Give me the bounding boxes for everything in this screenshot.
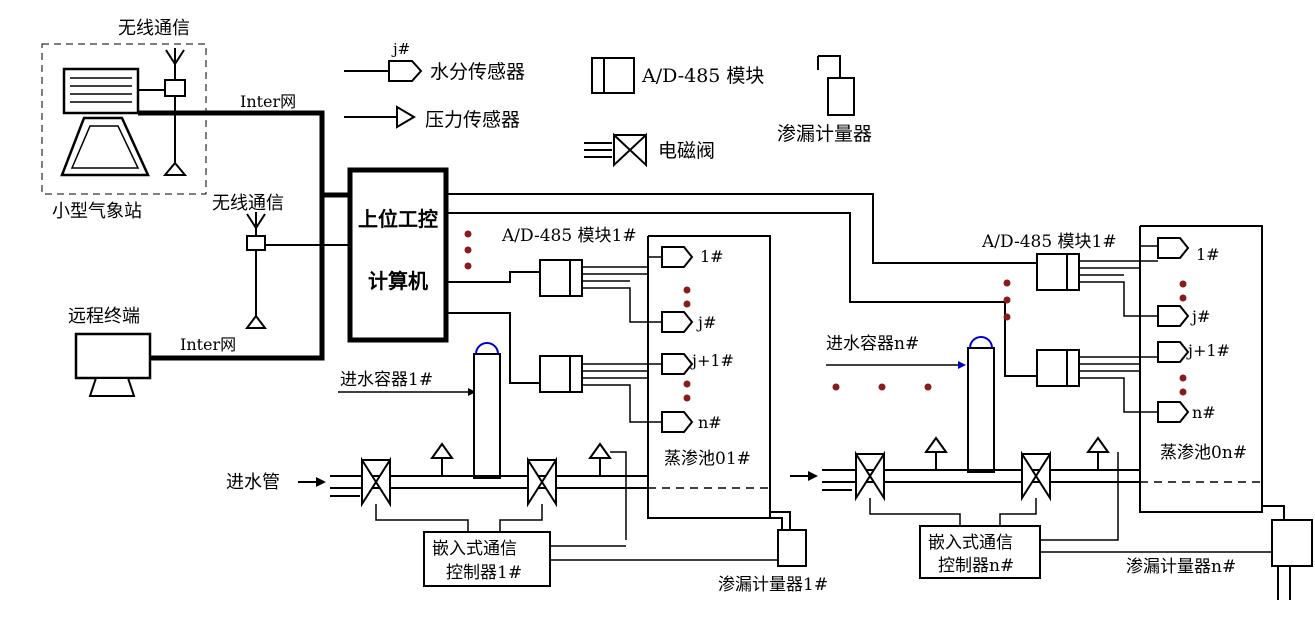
pondn-sj: j#: [1190, 307, 1210, 326]
internet-bus: Inter网 Inter网: [138, 92, 350, 361]
pond1-module-top: [539, 259, 571, 297]
legend-sensor-index: j#: [391, 40, 410, 58]
pond1-inlet-container-label: 进水容器1#: [340, 370, 433, 390]
pondn-pressure-b-icon: [1086, 436, 1110, 470]
legend-pressure-label: 压力传感器: [425, 109, 520, 131]
pondn-sj1: j+1#: [1186, 341, 1230, 360]
pond1-inlet-container: [473, 353, 501, 479]
pondn-sensor-n-icon: [1157, 401, 1190, 423]
weather-station-boundary: [41, 43, 207, 195]
weather-station-monitor: [62, 67, 140, 115]
pondn-sensor-1-icon: [1157, 237, 1190, 259]
pondn-body: [1139, 225, 1263, 513]
pondn-module-label: A/D-485 模块1#: [981, 232, 1117, 252]
pond1-s1: 1#: [700, 247, 724, 266]
pondn-valve-a-icon: [855, 450, 885, 502]
pond-n: A/D-485 模块1# 蒸渗池0n# 1# j# j+1# n#: [790, 225, 1313, 600]
moisture-sensor-icon: [388, 60, 423, 82]
pondn-leak-meter: [1271, 519, 1313, 567]
legend-leak-label: 渗漏计量器: [777, 123, 872, 145]
computer-links: [446, 193, 1037, 384]
internet-bottom-label: Inter网: [180, 335, 236, 354]
pond1-module-label: A/D-485 模块1#: [501, 226, 637, 246]
wireless-top-label: 无线通信: [118, 18, 190, 39]
remote-terminal-monitor: [74, 332, 152, 380]
pondn-container-cap: [969, 336, 993, 349]
pond1-controller-l2: 控制器1#: [446, 563, 522, 583]
pondn-leak-label: 渗漏计量器n#: [1126, 557, 1236, 577]
pond1-container-cap: [475, 342, 499, 355]
ad-module-icon: [591, 57, 635, 94]
pondn-s1: 1#: [1196, 245, 1220, 264]
pondn-sensor-j1-icon: [1157, 341, 1190, 363]
pond1-sj1: j+1#: [690, 351, 734, 370]
pondn-sn: n#: [1192, 403, 1216, 422]
pond1-module-bottom: [539, 355, 571, 393]
pond1-pressure-a-icon: [430, 442, 454, 476]
computer-line2: 计算机: [368, 269, 428, 293]
legend-moisture-label: 水分传感器: [430, 61, 525, 83]
computer-line1: 上位工控: [358, 207, 438, 231]
pond1-body: [647, 235, 771, 519]
leak-meter-icon: [817, 55, 855, 116]
legend-ad-label: A/D-485 模块: [641, 65, 764, 87]
pond1-pressure-b-icon: [588, 442, 627, 540]
pond1-controller: [423, 531, 551, 587]
pondn-valve-b-icon: [1021, 450, 1051, 502]
weather-station-label: 小型气象站: [52, 201, 142, 222]
pond1-label: 蒸渗池01#: [664, 449, 751, 469]
pond1-controller-l1: 嵌入式通信: [432, 539, 517, 559]
pondn-module-top: [1036, 253, 1068, 291]
weather-station-base: [60, 116, 150, 177]
pondn-controller-l2: 控制器n#: [938, 556, 1014, 576]
pondn-controller-l1: 嵌入式通信: [928, 533, 1013, 553]
pond1-sensor-n-icon: [661, 411, 694, 433]
pond1-sj: j#: [696, 313, 716, 332]
pondn-inlet-container: [967, 347, 995, 473]
weather-station-group: 无线通信 小型气象站: [41, 18, 207, 222]
solenoid-valve-icon: [584, 132, 647, 168]
pondn-inlet-container-label: 进水容器n#: [826, 334, 919, 354]
pond1-valve-b-icon: [527, 456, 557, 508]
pondn-sensor-j-icon: [1157, 305, 1190, 327]
pond1-sensor-1-icon: [661, 246, 694, 268]
pond1-sn: n#: [698, 413, 722, 432]
host-computer: 上位工控 计算机: [347, 167, 449, 343]
pond1-leak-label: 渗漏计量器1#: [718, 575, 828, 595]
antenna-mid-icon: 无线通信: [212, 193, 350, 329]
internet-top-label: Inter网: [240, 92, 296, 111]
remote-terminal: 远程终端: [68, 306, 152, 397]
pond1-sensor-j1-icon: [661, 353, 694, 375]
remote-terminal-label: 远程终端: [68, 306, 140, 327]
pondn-label: 蒸渗池0n#: [1160, 443, 1247, 463]
pond-1: A/D-485 模块1# 蒸渗池01# 1# j# j+1# n# 进: [226, 226, 828, 595]
pond1-inlet-pipe-label: 进水管: [226, 472, 280, 493]
pondn-module-bottom: [1036, 349, 1068, 387]
pond1-valve-a-icon: [361, 456, 391, 508]
antenna-top-icon: [162, 48, 188, 176]
pond1-sensor-j-icon: [661, 311, 694, 333]
wireless-mid-label: 无线通信: [212, 193, 284, 214]
pond1-leak-meter: [777, 529, 807, 567]
host-computer-box: [347, 167, 449, 343]
pressure-sensor-icon: [396, 105, 416, 129]
ellipsis-dots-computer: [464, 230, 472, 270]
legend: j# 水分传感器 压力传感器 A/D-485 模块 电磁阀 渗漏计量器: [344, 40, 872, 168]
pondn-pressure-a-icon: [924, 436, 948, 470]
legend-valve-label: 电磁阀: [658, 140, 715, 162]
